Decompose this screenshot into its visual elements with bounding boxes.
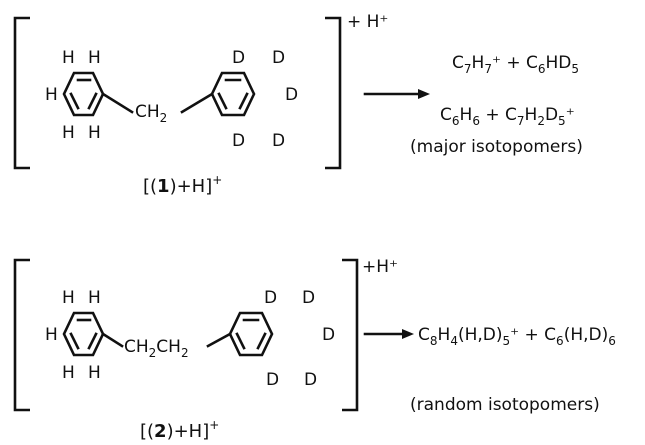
note-major-isotopomers: (major isotopomers) <box>410 137 583 157</box>
benzene-ring-h-2 <box>62 311 105 357</box>
atom-d-bottom-right-2: D <box>304 370 317 390</box>
linker-ch2ch2: CH2CH2 <box>124 337 189 360</box>
atom-d-bottom-left-2: D <box>266 370 279 390</box>
compound-label-1: [(1)+H]+ <box>143 173 222 197</box>
atom-h-left-1: H <box>45 85 58 105</box>
atom-d-top-left-2: D <box>264 288 277 308</box>
note-random-isotopomers: (random isotopomers) <box>410 395 600 415</box>
bond-left-1 <box>101 92 134 114</box>
atom-h-top-right-1: H <box>88 48 101 68</box>
right-bracket-1 <box>325 16 342 170</box>
atom-d-bottom-left-1: D <box>232 131 245 151</box>
product-1a: C7H7⁺ + C6HD5 <box>452 53 579 76</box>
atom-h-top-left-2: H <box>62 288 75 308</box>
atom-h-left-2: H <box>45 325 58 345</box>
charge-1: + H⁺ <box>347 12 388 32</box>
product-1b: C6H6 + C7H2D5⁺ <box>440 105 575 128</box>
atom-d-top-left-1: D <box>232 48 245 68</box>
atom-h-top-right-2: H <box>88 288 101 308</box>
atom-h-bottom-right-1: H <box>88 123 101 143</box>
benzene-ring-d-1 <box>210 71 256 117</box>
bond-right-2 <box>206 332 232 348</box>
right-bracket-2 <box>342 258 359 412</box>
linker-ch2-1: CH2 <box>135 102 167 125</box>
atom-d-right-2: D <box>322 325 335 345</box>
atom-h-bottom-right-2: H <box>88 363 101 383</box>
atom-d-top-right-2: D <box>302 288 315 308</box>
scheme-2: +H⁺ H H H H H CH2CH2 D D D D D [(2)+H]+ <box>13 257 616 442</box>
benzene-ring-h-1 <box>62 71 105 117</box>
atom-h-bottom-left-1: H <box>62 123 75 143</box>
bond-right-1 <box>180 92 214 114</box>
atom-d-right-1: D <box>285 85 298 105</box>
product-2: C8H4(H,D)5⁺ + C6(H,D)6 <box>418 325 616 348</box>
compound-label-2: [(2)+H]+ <box>140 418 219 442</box>
atom-d-top-right-1: D <box>272 48 285 68</box>
atom-h-bottom-left-2: H <box>62 363 75 383</box>
charge-2: +H⁺ <box>362 257 398 277</box>
atom-h-top-left-1: H <box>62 48 75 68</box>
atom-d-bottom-right-1: D <box>272 131 285 151</box>
left-bracket-2 <box>13 258 30 412</box>
reaction-arrow-2 <box>363 329 414 339</box>
benzene-ring-d-2 <box>228 311 274 357</box>
reaction-arrow-1 <box>363 89 430 99</box>
scheme-1: + H⁺ H H H H H CH2 D D D D D [(1)+H]+ <box>13 12 583 197</box>
left-bracket-1 <box>13 16 30 170</box>
bond-left-2 <box>101 332 124 348</box>
